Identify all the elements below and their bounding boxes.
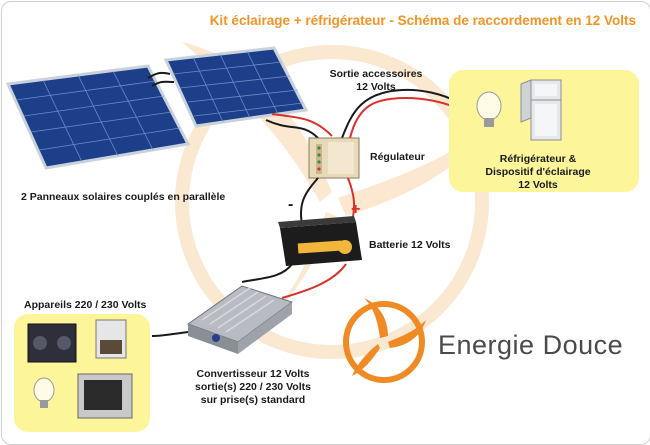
regulator-icon (308, 137, 360, 179)
converter-icon (186, 285, 294, 354)
accessory-output-line2: 12 Volts (356, 81, 396, 93)
regulator-label: Régulateur (370, 151, 425, 163)
battery-icon (278, 216, 362, 266)
diagram-title: Kit éclairage + réfrigérateur - Schéma d… (209, 13, 636, 28)
converter-label-line2: sortie(s) 220 / 230 Volts (195, 381, 311, 393)
appliances-label: Appareils 220 / 230 Volts (24, 299, 147, 311)
bulb-icon (33, 377, 55, 408)
fridge-icon (520, 79, 562, 141)
fridge-label-line1: Réfrigérateur & (499, 153, 577, 165)
appliances-icons (27, 319, 133, 419)
fridge-label: Réfrigérateur & Dispositif d'éclairage 1… (480, 153, 596, 192)
brand-name: Energie Douce (438, 330, 624, 360)
fridge-lighting-box (449, 70, 639, 192)
converter-label-line1: Convertisseur 12 Volts (196, 368, 310, 380)
converter-label-line3: sur prise(s) standard (200, 394, 306, 406)
solar-panel-left-icon (5, 64, 191, 170)
fridge-lighting-icons (476, 79, 562, 141)
logo-icon (343, 298, 426, 383)
appliances-box (14, 314, 150, 432)
bulb-icon (476, 91, 502, 127)
solar-panel-right-icon (163, 46, 309, 128)
tv-icon (77, 373, 133, 419)
positive-terminal-sign: + (351, 201, 361, 218)
panels-label: 2 Panneaux solaires couplés en parallèle (21, 191, 226, 203)
accessory-output-label: Sortie accessoires 12 Volts (304, 68, 448, 94)
fridge-label-line2: Dispositif d'éclairage (485, 166, 591, 178)
converter-label: Convertisseur 12 Volts sortie(s) 220 / 2… (183, 368, 323, 407)
negative-terminal-sign: - (288, 196, 294, 213)
fridge-label-line3: 12 Volts (518, 179, 558, 191)
coffee-maker-icon (95, 319, 127, 359)
battery-label: Batterie 12 Volts (369, 239, 451, 251)
accessory-output-line1: Sortie accessoires (329, 68, 423, 80)
hifi-icon (27, 323, 77, 363)
